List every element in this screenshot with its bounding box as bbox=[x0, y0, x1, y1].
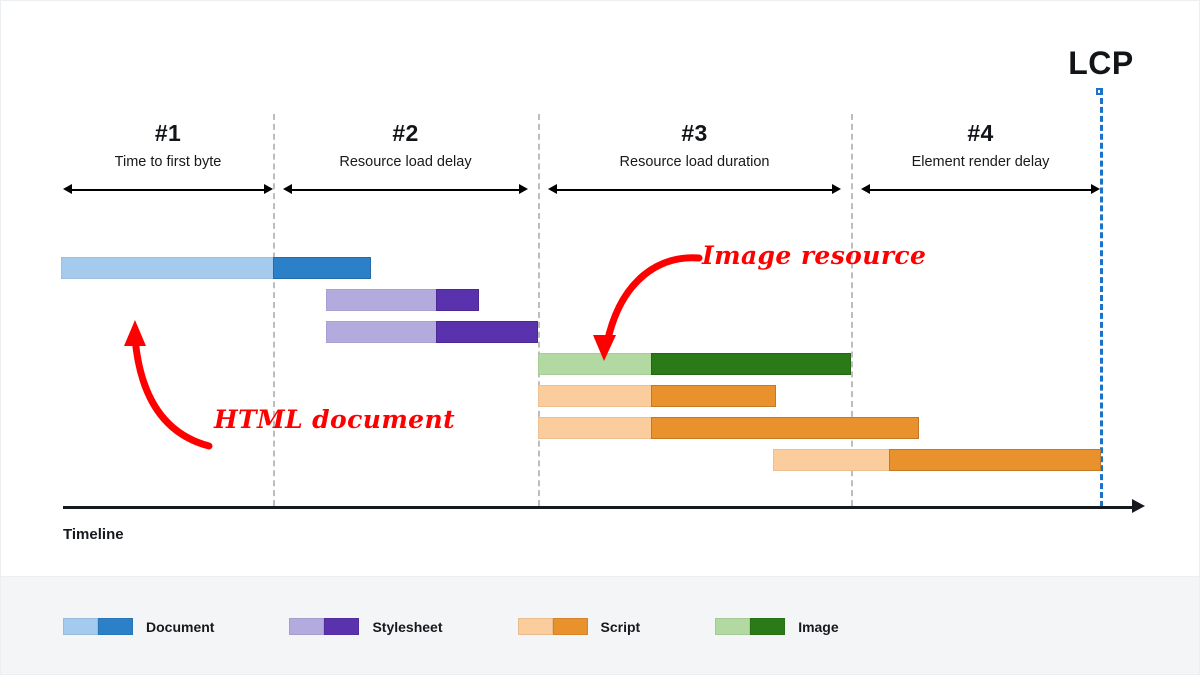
phase-separator-3 bbox=[851, 114, 853, 506]
document-bar-download-segment bbox=[273, 257, 371, 279]
image-resource-arrow-icon bbox=[593, 254, 703, 361]
legend-swatch-script bbox=[517, 618, 588, 635]
legend-swatch-light bbox=[289, 618, 325, 635]
script-bar-2-download-segment bbox=[651, 417, 919, 439]
image-bar-wait-segment bbox=[538, 353, 651, 375]
arrow-head-left-icon bbox=[548, 184, 557, 194]
phase-name-1: Time to first byte bbox=[114, 154, 222, 170]
phase-separator-2 bbox=[538, 114, 540, 506]
stylesheet-bar-2 bbox=[326, 321, 538, 343]
legend-swatch-dark bbox=[750, 618, 786, 635]
phase-span-arrow-3 bbox=[548, 184, 841, 195]
phase-name-3: Resource load duration bbox=[619, 154, 770, 170]
phase-span-arrow-4 bbox=[861, 184, 1100, 195]
legend-item-script[interactable]: Script bbox=[517, 618, 641, 635]
script-bar-3 bbox=[773, 449, 1101, 471]
arrow-shaft bbox=[289, 189, 522, 191]
phase-span-arrow-2 bbox=[283, 184, 528, 195]
arrow-head-right-icon bbox=[264, 184, 273, 194]
legend-swatch-light bbox=[715, 618, 751, 635]
annotation-image-resource: Image resource bbox=[702, 241, 927, 270]
arrow-shaft bbox=[554, 189, 835, 191]
stylesheet-bar-1 bbox=[326, 289, 479, 311]
phase-separator-1 bbox=[273, 114, 275, 506]
phase-span-arrow-1 bbox=[63, 184, 273, 195]
script-bar-3-download-segment bbox=[889, 449, 1101, 471]
stylesheet-bar-2-wait-segment bbox=[326, 321, 436, 343]
document-bar-wait-segment bbox=[61, 257, 273, 279]
legend-label-stylesheet: Stylesheet bbox=[372, 618, 443, 635]
arrow-head-left-icon bbox=[861, 184, 870, 194]
phase-name-2: Resource load delay bbox=[339, 154, 472, 170]
legend-label-image: Image bbox=[798, 618, 839, 635]
lcp-dashed-line bbox=[1100, 89, 1103, 507]
arrow-head-left-icon bbox=[283, 184, 292, 194]
legend-label-document: Document bbox=[146, 618, 215, 635]
stylesheet-bar-1-wait-segment bbox=[326, 289, 436, 311]
arrow-head-left-icon bbox=[63, 184, 72, 194]
arrow-head-right-icon bbox=[832, 184, 841, 194]
script-bar-1 bbox=[538, 385, 776, 407]
legend-swatch-dark bbox=[552, 618, 588, 635]
stylesheet-bar-2-download-segment bbox=[436, 321, 538, 343]
legend-swatch-dark bbox=[98, 618, 133, 635]
arrow-shaft bbox=[867, 189, 1094, 191]
timeline-label: Timeline bbox=[63, 526, 124, 543]
phase-name-4: Element render delay bbox=[911, 154, 1050, 170]
phase-number-4: #4 bbox=[967, 120, 994, 146]
legend-swatch-dark bbox=[324, 618, 360, 635]
script-bar-2 bbox=[538, 417, 919, 439]
script-bar-1-wait-segment bbox=[538, 385, 651, 407]
image-bar bbox=[538, 353, 851, 375]
legend-swatch-document bbox=[63, 618, 133, 635]
stylesheet-bar-1-download-segment bbox=[436, 289, 479, 311]
arrow-head-right-icon bbox=[519, 184, 528, 194]
legend-swatch-light bbox=[63, 618, 98, 635]
image-bar-download-segment bbox=[651, 353, 851, 375]
arrow-shaft bbox=[69, 189, 267, 191]
lcp-label: LCP bbox=[1068, 45, 1134, 81]
phase-number-3: #3 bbox=[681, 120, 708, 146]
document-bar bbox=[61, 257, 371, 279]
legend: Document Stylesheet Script Image bbox=[63, 618, 914, 635]
legend-swatch-image bbox=[715, 618, 786, 635]
legend-label-script: Script bbox=[600, 618, 641, 635]
html-document-arrow-icon bbox=[124, 320, 213, 450]
timeline-axis-arrow-icon bbox=[1132, 499, 1145, 513]
phase-number-2: #2 bbox=[392, 120, 419, 146]
legend-swatch-stylesheet bbox=[289, 618, 360, 635]
legend-item-document[interactable]: Document bbox=[63, 618, 214, 635]
script-bar-1-download-segment bbox=[651, 385, 776, 407]
legend-item-image[interactable]: Image bbox=[715, 618, 839, 635]
legend-item-stylesheet[interactable]: Stylesheet bbox=[289, 618, 443, 635]
legend-swatch-light bbox=[517, 618, 553, 635]
timeline-axis bbox=[63, 506, 1138, 509]
script-bar-2-wait-segment bbox=[538, 417, 651, 439]
phase-number-1: #1 bbox=[154, 120, 182, 146]
annotation-html-document: HTML document bbox=[214, 405, 456, 434]
script-bar-3-wait-segment bbox=[773, 449, 889, 471]
legend-footer: Document Stylesheet Script Image bbox=[1, 576, 1199, 674]
arrow-head-right-icon bbox=[1091, 184, 1100, 194]
